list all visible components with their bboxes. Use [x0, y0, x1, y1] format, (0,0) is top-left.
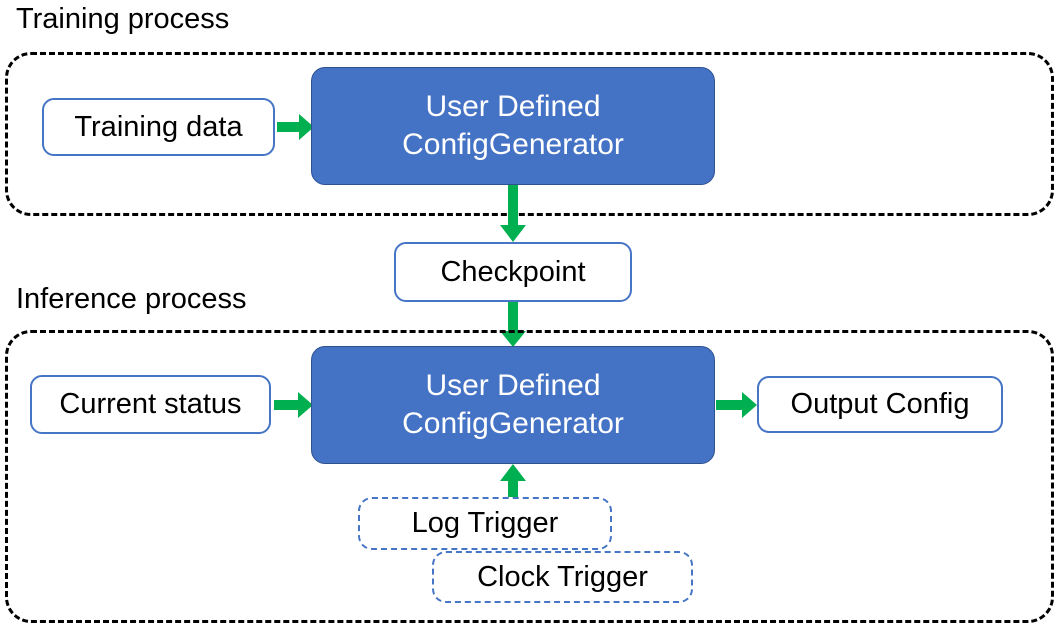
clock-trigger-node[interactable]: Clock Trigger: [432, 551, 693, 603]
training-generator-line1: User Defined: [425, 90, 601, 123]
training-config-generator-node[interactable]: User Defined ConfigGenerator: [311, 67, 715, 185]
training-process-title: Training process: [16, 3, 230, 35]
training-generator-line2: ConfigGenerator: [402, 128, 624, 161]
checkpoint-node[interactable]: Checkpoint: [394, 242, 632, 302]
arrow-training-generator-to-checkpoint: [497, 185, 529, 243]
log-trigger-label: Log Trigger: [411, 507, 559, 539]
inference-process-group: [5, 330, 1054, 623]
inference-config-generator-node[interactable]: User Defined ConfigGenerator: [311, 346, 715, 464]
arrow-triggers-to-generator: [497, 464, 529, 504]
current-status-node[interactable]: Current status: [30, 375, 271, 434]
arrow-current-status-to-generator: [274, 389, 314, 421]
output-config-node[interactable]: Output Config: [757, 376, 1003, 433]
training-process-group: [5, 52, 1054, 216]
current-status-label: Current status: [59, 388, 242, 420]
log-trigger-node[interactable]: Log Trigger: [358, 497, 612, 550]
arrow-training-data-to-generator: [277, 111, 315, 143]
inference-generator-line2: ConfigGenerator: [402, 407, 624, 440]
checkpoint-label: Checkpoint: [440, 255, 586, 288]
inference-generator-line1: User Defined: [425, 369, 601, 402]
output-config-label: Output Config: [790, 388, 970, 420]
training-data-label: Training data: [74, 110, 243, 143]
inference-process-title: Inference process: [16, 283, 247, 315]
arrow-generator-to-output-config: [716, 389, 758, 421]
clock-trigger-label: Clock Trigger: [477, 560, 648, 593]
arrow-checkpoint-to-inference-generator: [497, 302, 529, 348]
training-data-node[interactable]: Training data: [42, 98, 275, 156]
